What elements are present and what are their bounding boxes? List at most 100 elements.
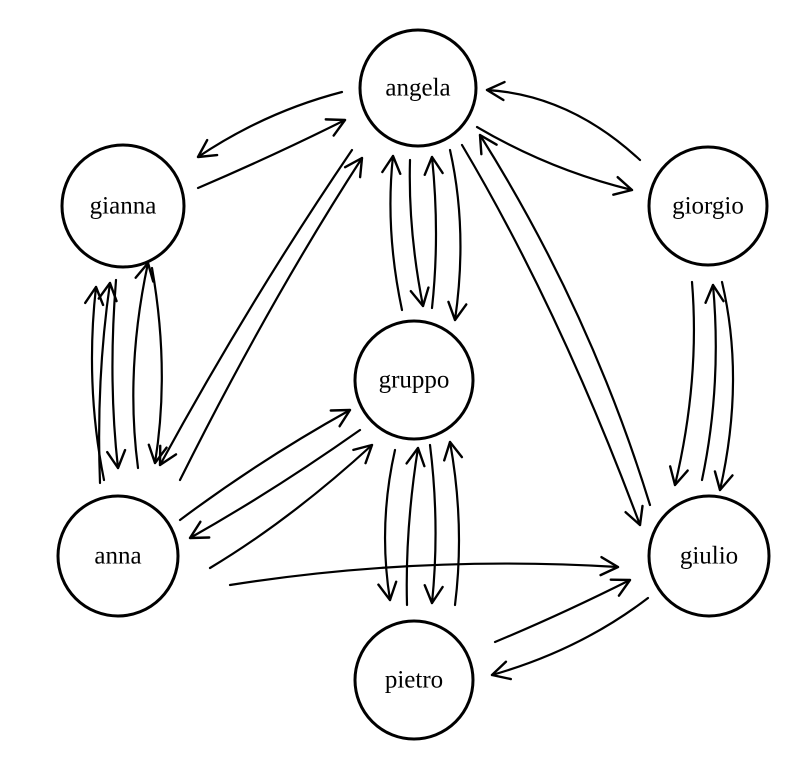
arrowhead: [624, 504, 644, 527]
node-giulio: giulio: [647, 494, 771, 618]
edge-13: [423, 155, 444, 310]
arrowhead: [147, 443, 168, 465]
edge-15: [460, 143, 644, 527]
arrowhead: [329, 408, 352, 428]
edge-line: [90, 285, 106, 482]
node-angela-label: angela: [385, 75, 450, 102]
edge-1: [196, 90, 344, 159]
arrowhead: [612, 175, 634, 196]
node-giulio-circle: [647, 494, 771, 618]
edge-8: [97, 281, 118, 485]
arrowhead: [599, 555, 620, 577]
arrowhead: [97, 281, 118, 303]
node-gruppo-circle: [353, 319, 475, 441]
node-gianna-circle: [60, 143, 186, 269]
edge-line: [111, 278, 120, 470]
edge-line: [150, 266, 163, 465]
edge-line: [389, 154, 404, 312]
edge-12: [408, 158, 430, 308]
nodes-layer: angela gianna giorgio gruppo anna giulio…: [56, 28, 771, 741]
edge-line: [493, 578, 632, 644]
edge-line: [98, 281, 112, 485]
edge-line: [196, 90, 344, 159]
node-giorgio: giorgio: [647, 145, 769, 267]
node-gianna-label: gianna: [90, 193, 157, 220]
edge-line: [178, 156, 364, 482]
edge-19: [713, 280, 735, 492]
edge-24: [405, 446, 426, 607]
edge-line: [448, 440, 461, 607]
node-anna: anna: [56, 494, 180, 618]
edge-18: [700, 283, 725, 482]
edge-0: [196, 118, 347, 190]
edge-20: [178, 408, 352, 522]
arrowhead: [105, 448, 127, 470]
edge-line: [405, 446, 420, 607]
edge-line: [228, 562, 620, 587]
edge-28: [493, 578, 632, 644]
arrowhead: [490, 660, 513, 681]
node-giorgio-label: giorgio: [672, 193, 744, 220]
edge-10: [158, 148, 354, 467]
edge-line: [188, 428, 362, 540]
edge-line: [478, 133, 652, 507]
arrowhead: [485, 80, 506, 102]
edge-3: [485, 80, 642, 162]
arrowhead: [343, 156, 364, 179]
arrowhead: [324, 118, 347, 137]
edge-5: [132, 261, 155, 470]
node-pietro: pietro: [353, 619, 475, 741]
edge-line: [428, 443, 437, 605]
edge-line: [208, 443, 374, 570]
node-angela: angela: [358, 28, 478, 148]
arrowhead: [381, 154, 402, 176]
arrowhead: [196, 138, 219, 159]
arrowhead: [405, 446, 426, 468]
edge-11: [381, 154, 404, 312]
edges-layer: [83, 80, 735, 681]
arrowhead: [188, 520, 211, 540]
edge-29: [490, 596, 650, 681]
node-gruppo: gruppo: [353, 319, 475, 441]
edge-22: [208, 443, 374, 570]
edge-14: [447, 148, 468, 322]
edge-line: [448, 148, 462, 322]
edge-line: [430, 155, 438, 310]
edge-16: [478, 133, 652, 507]
edge-7: [105, 278, 127, 470]
node-giorgio-circle: [647, 145, 769, 267]
arrowhead: [443, 440, 464, 462]
node-pietro-label: pietro: [385, 667, 443, 694]
node-angela-circle: [358, 28, 478, 148]
arrowhead: [158, 444, 178, 467]
arrowhead: [668, 465, 689, 487]
edge-line: [132, 261, 150, 470]
edge-line: [383, 448, 397, 602]
edge-4: [147, 266, 168, 465]
arrowhead: [713, 470, 734, 492]
arrowhead: [447, 300, 468, 322]
arrowhead: [704, 283, 725, 304]
edge-26: [443, 440, 464, 607]
node-anna-label: anna: [94, 543, 141, 570]
edge-line: [196, 118, 347, 190]
edge-17: [668, 280, 696, 487]
arrowhead: [409, 286, 430, 308]
edge-line: [673, 280, 696, 487]
node-pietro-circle: [353, 619, 475, 741]
node-gianna: gianna: [60, 143, 186, 269]
arrowhead: [609, 578, 632, 597]
edge-25: [423, 443, 444, 605]
edge-line: [408, 158, 425, 308]
edge-line: [700, 283, 717, 482]
edge-2: [475, 125, 634, 196]
arrowhead: [423, 155, 444, 177]
edge-27: [228, 555, 620, 587]
edge-21: [188, 428, 362, 540]
edge-line: [158, 148, 354, 467]
edge-line: [178, 408, 352, 522]
node-anna-circle: [56, 494, 180, 618]
arrowhead: [478, 133, 498, 156]
arrowhead: [423, 583, 444, 605]
